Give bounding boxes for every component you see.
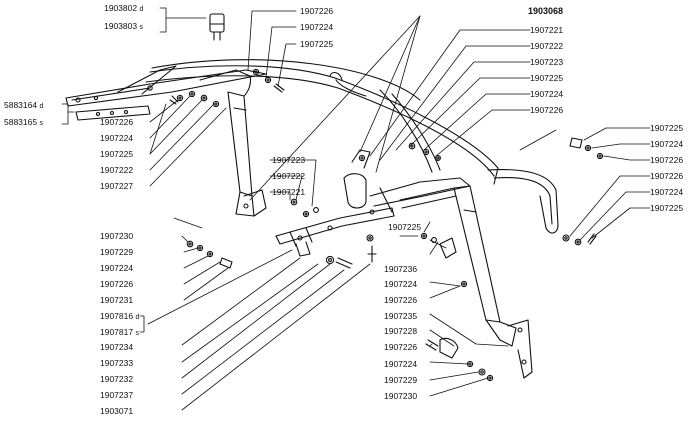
part-label-1907225: 1907225	[650, 123, 684, 133]
part-label-1907222: 1907222	[530, 41, 564, 51]
part-label-1907225: 1907225	[650, 203, 684, 213]
part-label-1907226: 1907226	[100, 117, 134, 127]
part-label-1907237: 1907237	[100, 390, 134, 400]
part-label-1907222: 1907222	[272, 171, 306, 181]
part-label-1907224: 1907224	[384, 359, 418, 369]
part-label-5883165: 5883165 s	[4, 117, 43, 127]
part-label-1907235: 1907235	[384, 311, 418, 321]
part-label-1907221: 1907221	[530, 25, 564, 35]
part-label-1907223: 1907223	[530, 57, 564, 67]
part-label-1907816: 1907816 d	[100, 311, 140, 321]
part-label-1907236: 1907236	[384, 264, 418, 274]
part-label-1907228: 1907228	[384, 326, 418, 336]
bracket-1907236	[439, 237, 459, 359]
part-label-1907224: 1907224	[100, 133, 134, 143]
part-label-1907226: 1907226	[384, 342, 418, 352]
part-label-1907226: 1907226	[384, 295, 418, 305]
part-label-1907230: 1907230	[384, 391, 418, 401]
part-label-1907223: 1907223	[272, 155, 306, 165]
part-label-1907225: 1907225	[100, 149, 134, 159]
part-label-1907226: 1907226	[300, 6, 334, 16]
part-label-1907225: 1907225	[388, 222, 422, 232]
part-label-1907224: 1907224	[300, 22, 334, 32]
part-label-1907224: 1907224	[100, 263, 134, 273]
center-link-assembly	[275, 149, 471, 257]
part-label-1907226: 1907226	[530, 105, 564, 115]
part-label-1907226: 1907226	[650, 171, 684, 181]
leader-lines	[61, 7, 651, 411]
fasteners	[169, 68, 604, 382]
front-header-rail	[65, 65, 267, 107]
part-label-1907224: 1907224	[384, 279, 418, 289]
part-label-1907229: 1907229	[100, 247, 134, 257]
part-label-1907817: 1907817 s	[100, 327, 139, 337]
part-label-1907222: 1907222	[100, 165, 134, 175]
part-label-1903803: 1903803 s	[104, 21, 143, 31]
part-label-1907227: 1907227	[100, 181, 134, 191]
part-label-1907224: 1907224	[650, 139, 684, 149]
part-label-1907231: 1907231	[100, 295, 134, 305]
rail-plate	[75, 105, 151, 121]
part-label-1907225: 1907225	[300, 39, 334, 49]
part-label-1907221: 1907221	[272, 187, 306, 197]
part-label-1903071: 1903071	[100, 406, 134, 416]
right-rear-arm	[399, 185, 533, 379]
part-label-1907224: 1907224	[530, 89, 564, 99]
part-label-1903802: 1903802 d	[104, 3, 144, 13]
part-label-1907232: 1907232	[100, 374, 134, 384]
part-label-1907233: 1907233	[100, 358, 134, 368]
part-label-1907224: 1907224	[650, 187, 684, 197]
part-label-1907226: 1907226	[100, 279, 134, 289]
part-label-1907234: 1907234	[100, 342, 134, 352]
part-label-1907226: 1907226	[650, 155, 684, 165]
part-label-1907230: 1907230	[100, 231, 134, 241]
part-label-1907229: 1907229	[384, 375, 418, 385]
left-pivot-arm	[227, 91, 267, 217]
top-clip	[209, 13, 225, 41]
part-label-1907225: 1907225	[530, 73, 564, 83]
part-label-5883164: 5883164 d	[4, 100, 44, 110]
part-label-1903068: 1903068	[528, 6, 564, 16]
